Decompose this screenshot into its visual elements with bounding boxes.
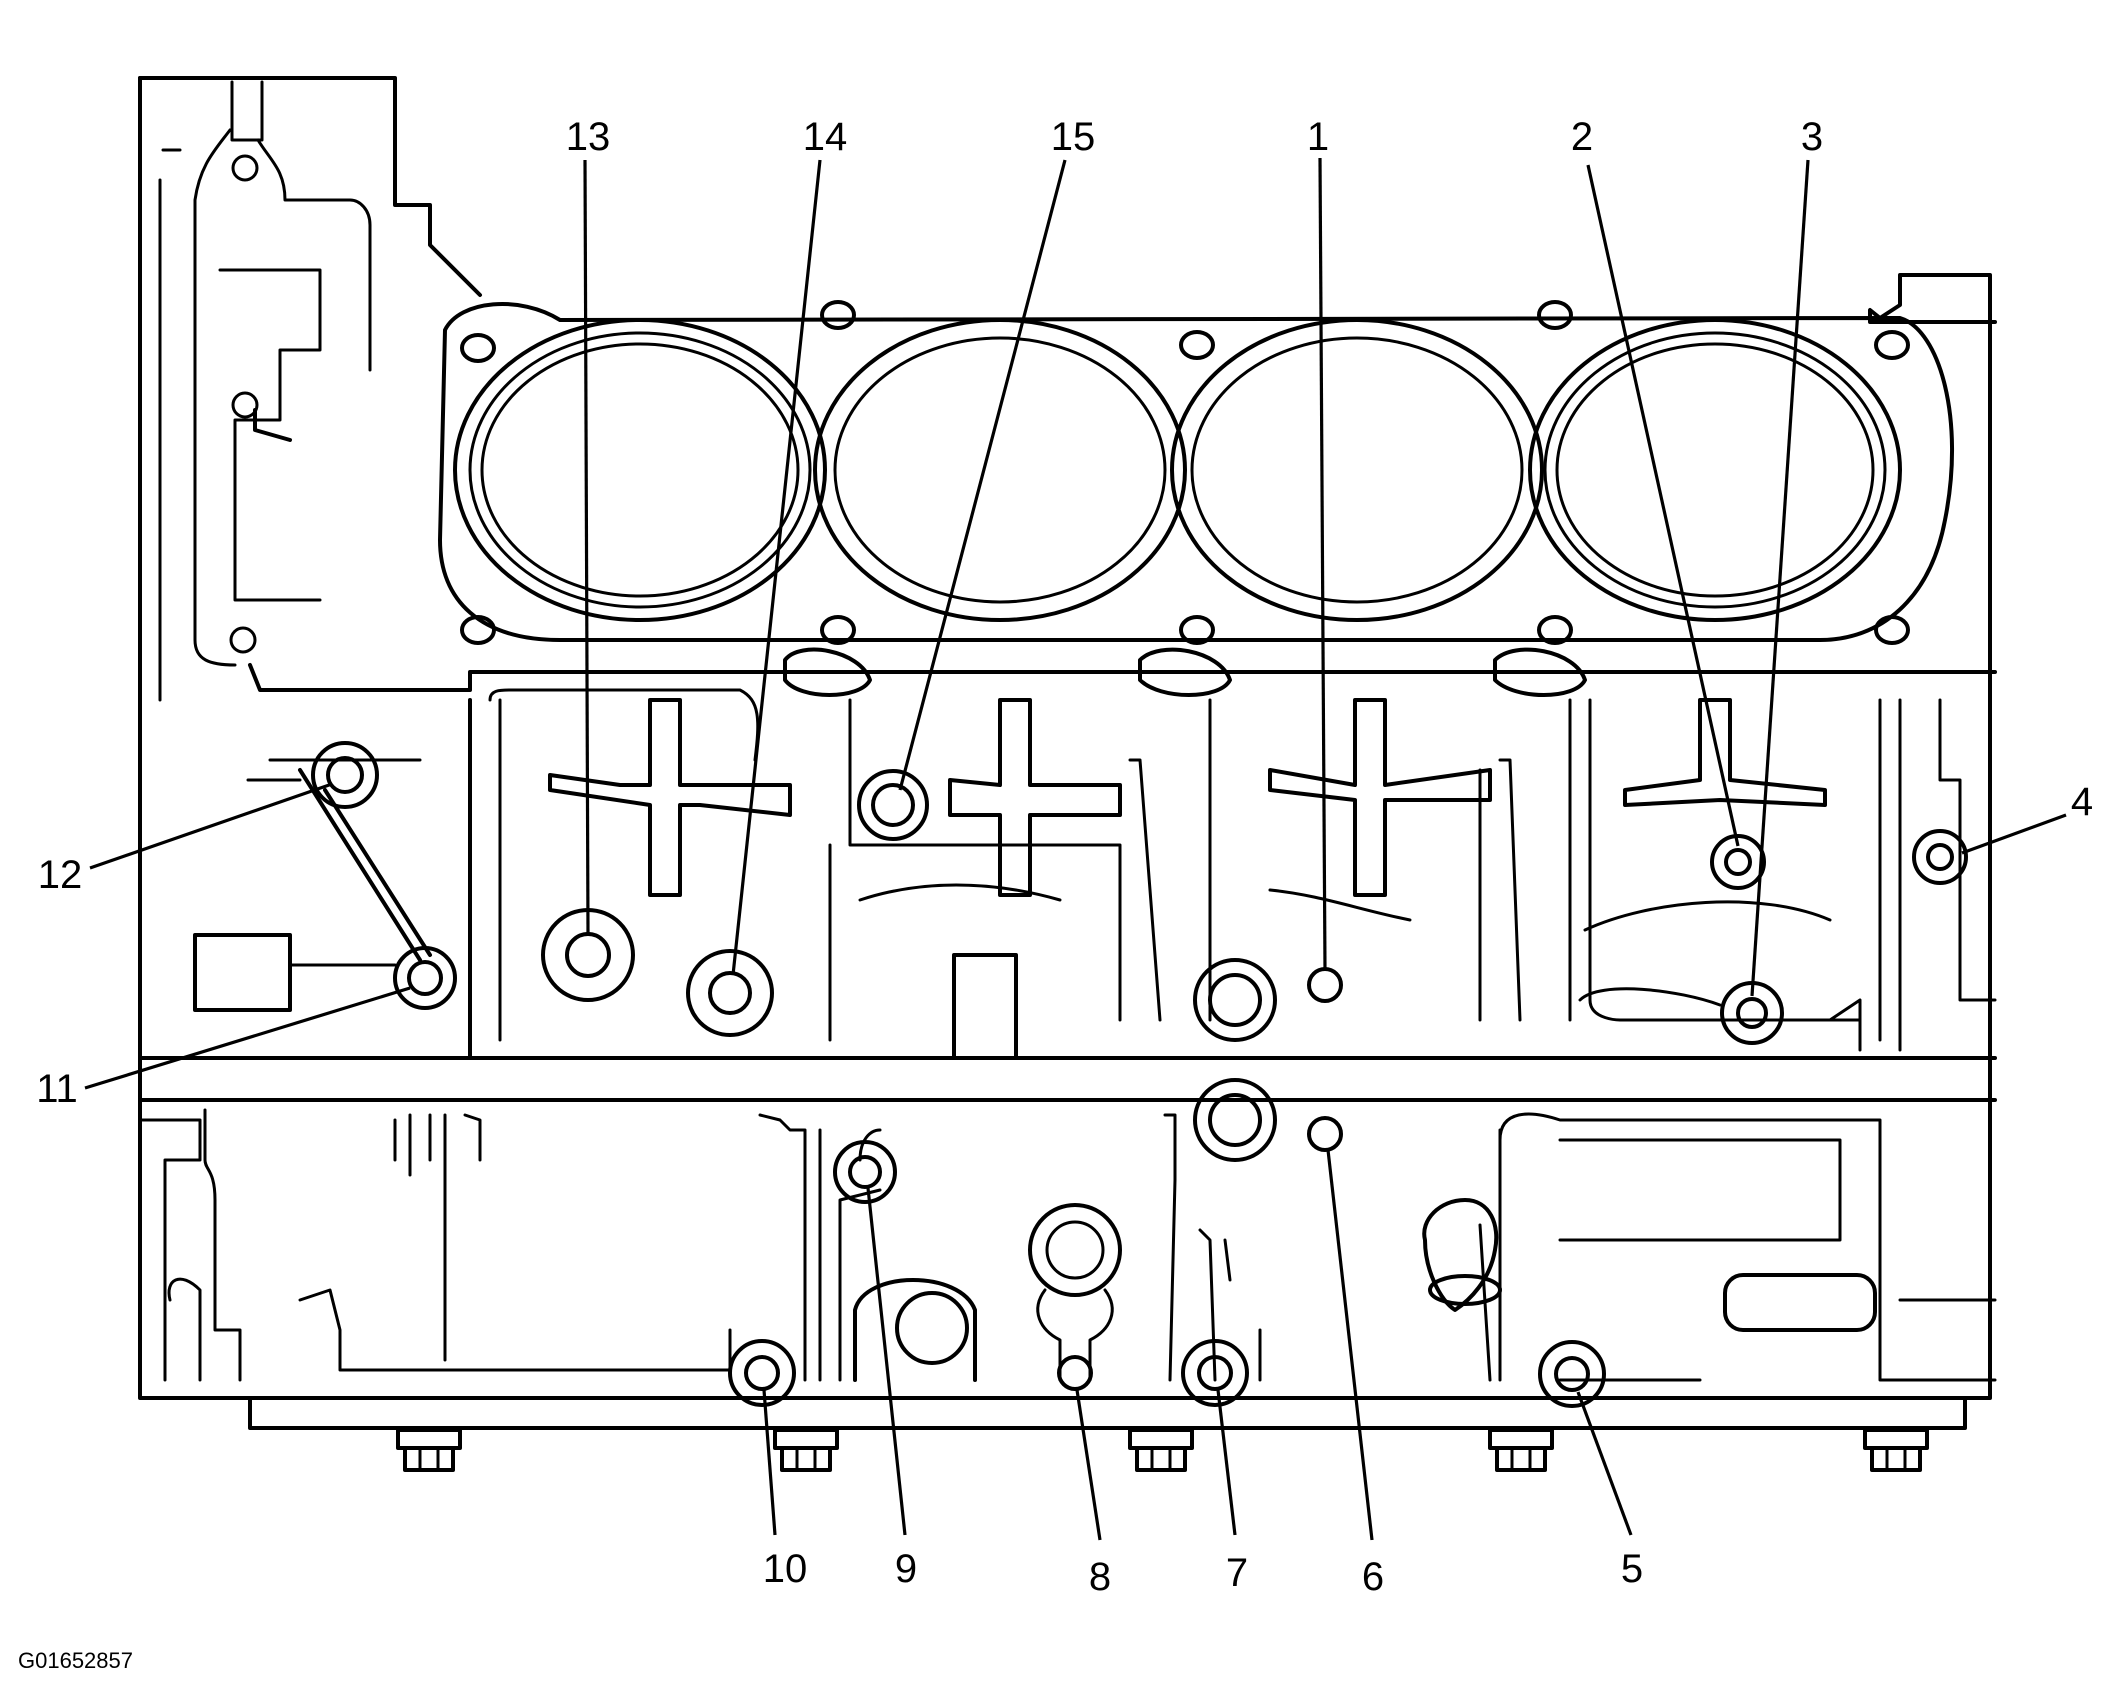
bolt-hole-12	[311, 741, 379, 809]
bolt-hole-8	[1057, 1355, 1093, 1391]
engine-block-outline	[138, 76, 1997, 1430]
leader-14	[731, 159, 822, 976]
bolt-hole-5	[1538, 1340, 1606, 1408]
cylinder-bores	[438, 300, 1955, 697]
bolt-head	[1863, 1428, 1929, 1472]
bolt-head	[1128, 1428, 1194, 1472]
leader-11	[84, 986, 411, 1090]
callout-5: 5	[1621, 1547, 1643, 1591]
leader-5	[1576, 1391, 1633, 1536]
leader-6	[1326, 1149, 1374, 1541]
leader-4	[1961, 813, 2067, 855]
callout-8: 8	[1089, 1555, 1111, 1599]
bolt-hole-7	[1181, 1339, 1249, 1407]
bolt-hole-9	[833, 1140, 897, 1204]
callout-11: 11	[36, 1067, 78, 1111]
lower-block-details	[138, 1108, 1997, 1382]
leader-10	[762, 1389, 777, 1536]
figure-id: G01652857	[18, 1648, 133, 1673]
leader-8	[1075, 1389, 1102, 1541]
callout-6: 6	[1362, 1555, 1384, 1599]
leader-7	[1216, 1389, 1237, 1536]
callout-10: 10	[763, 1547, 808, 1591]
leader-15	[898, 159, 1067, 791]
callout-15: 15	[1051, 115, 1096, 159]
bolt-holes	[298, 741, 1968, 1408]
callout-7: 7	[1226, 1551, 1248, 1595]
leader-2	[1586, 164, 1740, 847]
leader-9	[866, 1187, 907, 1536]
bolt-head	[396, 1428, 462, 1472]
upper-block-details	[193, 688, 1997, 1060]
callout-13: 13	[566, 115, 611, 159]
bolt-head	[1488, 1428, 1554, 1472]
callout-12: 12	[38, 853, 83, 897]
bolt-hole-14	[686, 949, 774, 1037]
leader-12	[89, 782, 333, 870]
bolt-hole-15	[857, 769, 929, 841]
leader-3	[1750, 159, 1810, 997]
callout-9: 9	[895, 1547, 917, 1591]
callout-14: 14	[803, 115, 848, 159]
oil-pan-bolts	[396, 1428, 1929, 1472]
callout-1: 1	[1307, 115, 1329, 159]
bolt-hole-10	[728, 1339, 796, 1407]
leader-13	[583, 159, 590, 935]
bolt-hole-6	[1307, 1116, 1343, 1152]
bolt-hole-1	[1307, 967, 1343, 1003]
bolt-hole-2	[1710, 834, 1766, 890]
leader-1	[1318, 157, 1327, 971]
callout-4: 4	[2071, 780, 2093, 824]
bolt-head	[773, 1428, 839, 1472]
callout-labels: 1 2 3 4 5 6 7 8 9 10 11 12 13 14 15	[36, 115, 2093, 1599]
callout-2: 2	[1571, 115, 1593, 159]
leader-lines	[84, 157, 2067, 1541]
bolt-hole-4	[1912, 829, 1968, 885]
callout-3: 3	[1801, 115, 1823, 159]
bolt-hole-11	[393, 946, 457, 1010]
